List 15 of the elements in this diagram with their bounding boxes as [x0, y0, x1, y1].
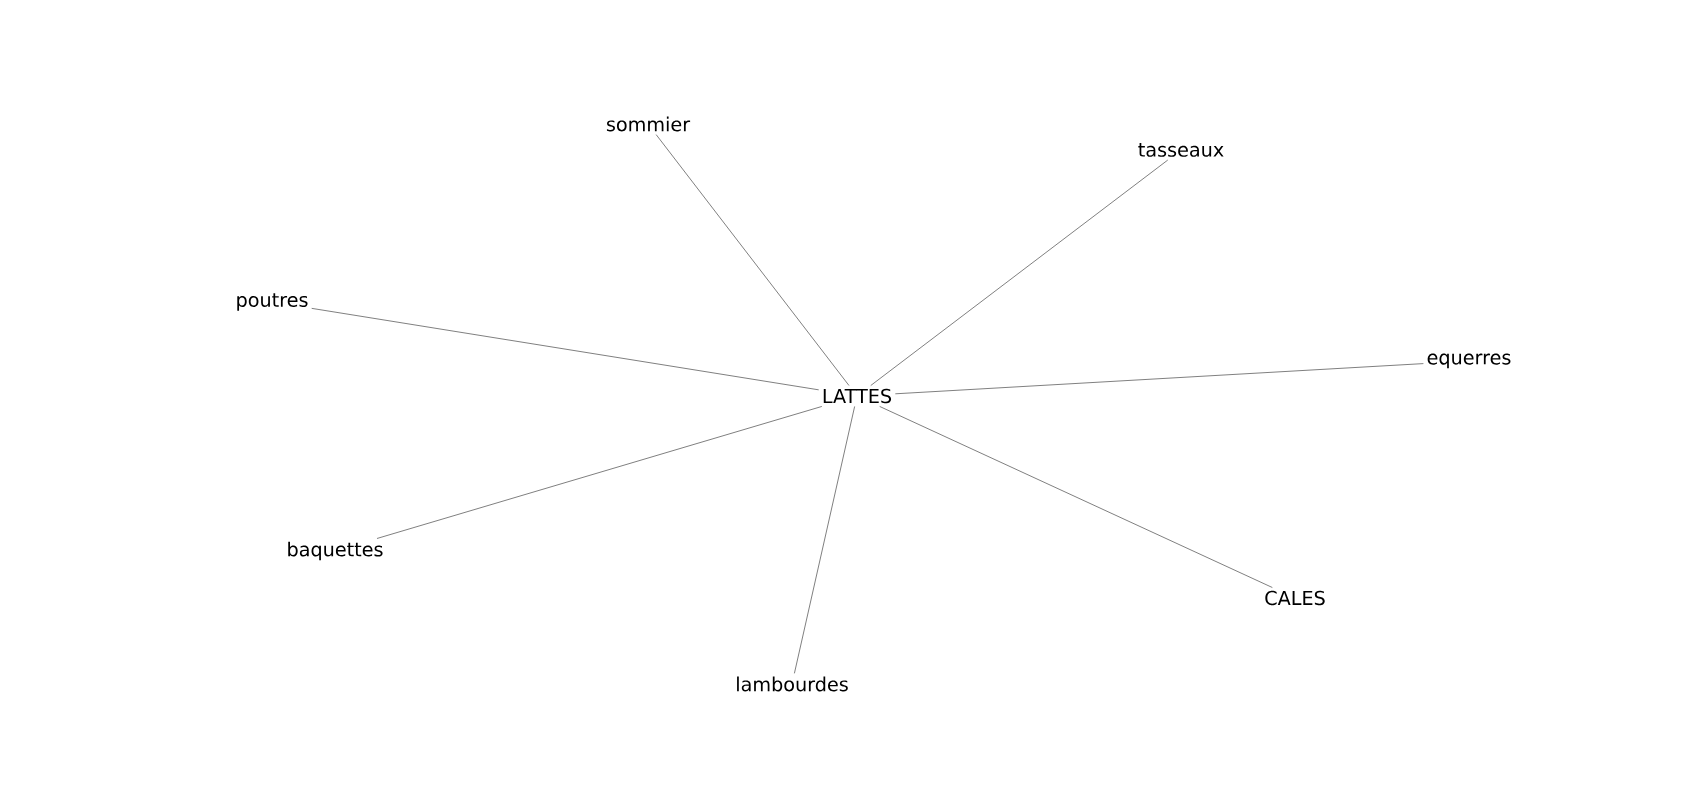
connector-line — [376, 405, 823, 539]
connector-line — [870, 159, 1169, 387]
connector-line — [793, 405, 856, 674]
connector-line — [894, 363, 1424, 395]
word-label: baquettes — [288, 541, 383, 561]
connector-line — [879, 405, 1273, 588]
word-label: LATTES — [823, 388, 892, 404]
word-label: CALES — [1265, 590, 1325, 606]
word-label: poutres — [237, 293, 308, 311]
word-label: sommier — [606, 116, 691, 132]
word-label: equerres — [1427, 353, 1511, 369]
word-label: tasseaux — [1138, 143, 1224, 157]
connector-line — [655, 134, 850, 387]
connector-line — [311, 307, 820, 391]
word-label: lambourdes — [737, 676, 848, 692]
